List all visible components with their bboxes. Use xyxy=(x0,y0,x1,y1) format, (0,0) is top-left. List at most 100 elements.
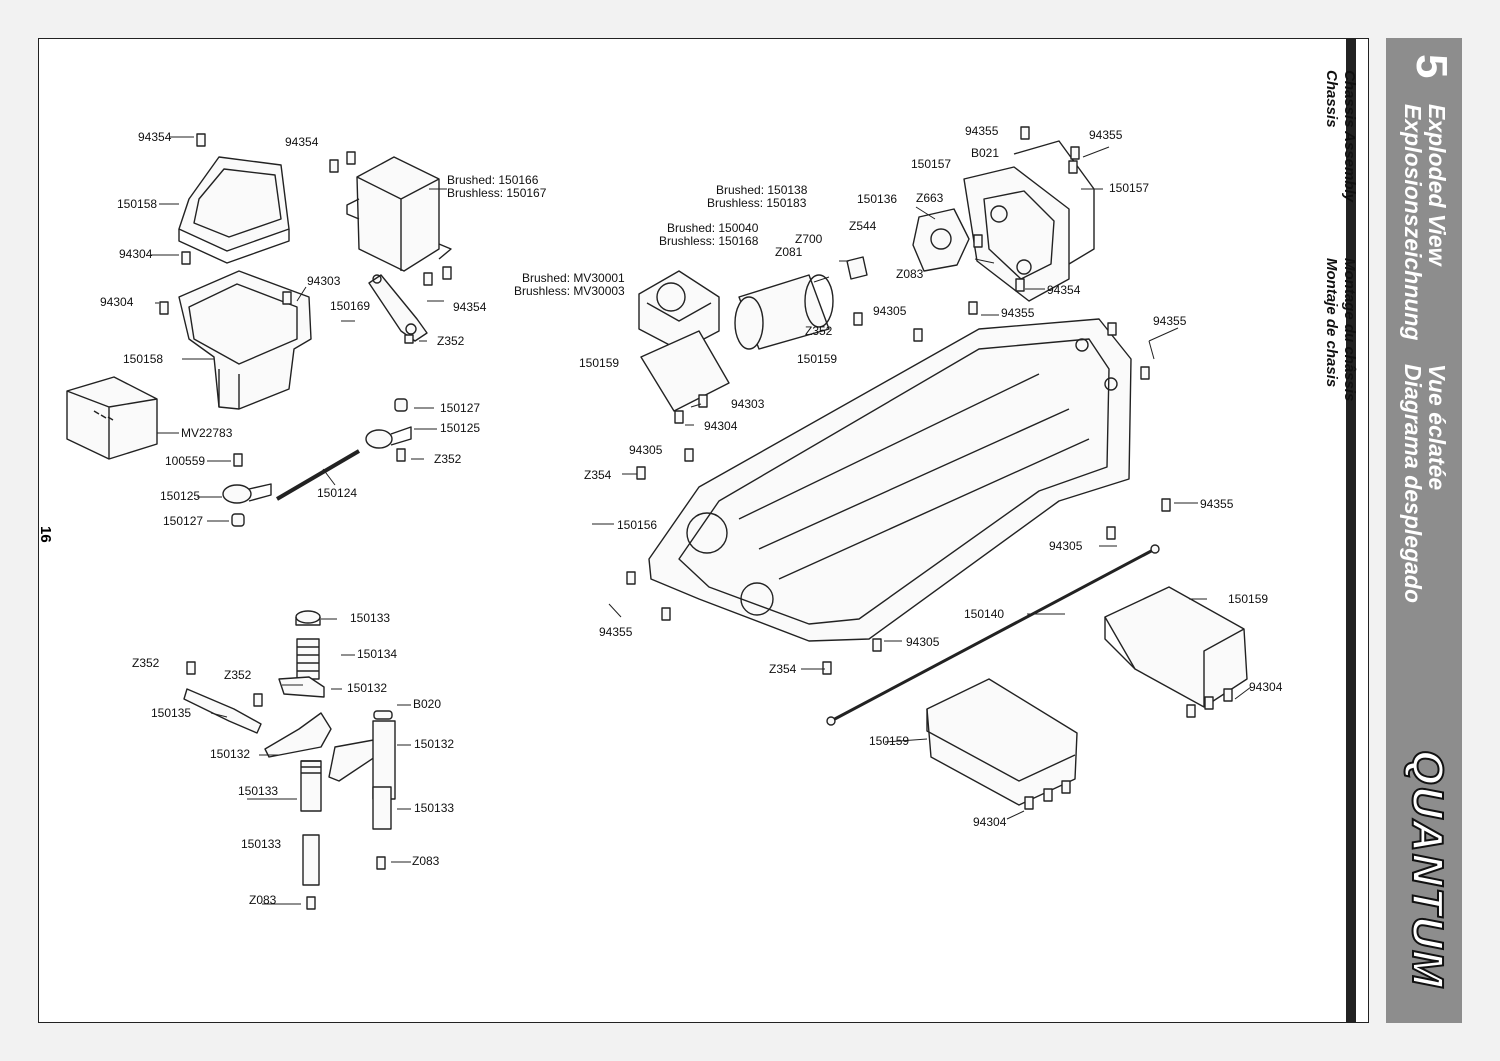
part-label: 150132 xyxy=(414,737,455,751)
screws xyxy=(159,126,1233,910)
subheading-de: Chassis xyxy=(1323,70,1340,128)
page-number: 16 xyxy=(37,526,54,543)
part-label: 94304 xyxy=(704,419,738,433)
main-chassis xyxy=(648,318,1132,642)
part-label: B020 xyxy=(413,697,442,711)
servo-horn xyxy=(368,274,428,342)
part-label: Brushless: 150183 xyxy=(707,196,807,210)
esc-plate xyxy=(640,330,730,412)
part-label: Z663 xyxy=(916,191,944,205)
section-number: 5 xyxy=(1407,54,1456,79)
chassis-brace xyxy=(826,544,1160,726)
part-label: Z352 xyxy=(805,324,833,338)
part-label: 150169 xyxy=(330,299,371,313)
steering-bellcrank xyxy=(183,610,396,886)
part-label: 150134 xyxy=(357,647,398,661)
exploded-view-diagram xyxy=(66,126,1252,910)
heading-de: Explosionszeichnung xyxy=(1400,104,1426,341)
heading-es: Diagrama desplegado xyxy=(1400,364,1426,604)
part-label: 94304 xyxy=(100,295,134,309)
receiver-box-lid xyxy=(178,156,290,264)
part-label: Z352 xyxy=(224,668,252,682)
heading-en: Exploded View xyxy=(1424,104,1450,266)
part-label: Z544 xyxy=(849,219,877,233)
part-label: Z083 xyxy=(896,267,924,281)
servo xyxy=(346,156,452,272)
part-label: 150159 xyxy=(797,352,838,366)
part-label: 150125 xyxy=(160,489,201,503)
part-label: 94355 xyxy=(1153,314,1187,328)
part-label: Z700 xyxy=(795,232,823,246)
subheading-en: Chassis Assembly xyxy=(1341,70,1358,203)
part-label: 150127 xyxy=(440,401,481,415)
part-label: 150157 xyxy=(1109,181,1150,195)
part-label: Brushed: 150138 xyxy=(716,183,808,197)
brand-logo: QUANTUM xyxy=(1402,749,1453,990)
part-label: Z352 xyxy=(132,656,160,670)
part-label: 94304 xyxy=(973,815,1007,829)
part-label: 150159 xyxy=(869,734,910,748)
subheading-es: Montaje de chasis xyxy=(1323,258,1340,388)
part-label: 94305 xyxy=(629,443,663,457)
part-label: Brushed: MV30001 xyxy=(522,271,625,285)
part-label: 94355 xyxy=(965,124,999,138)
part-label: 100559 xyxy=(165,454,206,468)
part-label: B021 xyxy=(971,146,1000,160)
part-label: 150132 xyxy=(347,681,388,695)
part-label: 150125 xyxy=(440,421,481,435)
esc xyxy=(638,270,720,352)
leader-lines xyxy=(151,136,1252,905)
part-label: Brushless: 150167 xyxy=(447,186,547,200)
part-label: 94304 xyxy=(1249,680,1283,694)
section-sidebar: 5 Exploded View Explosionszeichnung Vue … xyxy=(1386,38,1462,1023)
receiver-box xyxy=(178,270,312,410)
part-label: 94355 xyxy=(1089,128,1123,142)
part-label: 94355 xyxy=(1200,497,1234,511)
part-label: 94305 xyxy=(906,635,940,649)
part-label: Z352 xyxy=(434,452,462,466)
part-label: 150140 xyxy=(964,607,1005,621)
part-label: Z083 xyxy=(249,893,277,907)
part-label: Z083 xyxy=(412,854,440,868)
part-label: 150136 xyxy=(857,192,898,206)
part-label: 94354 xyxy=(453,300,487,314)
part-label: 150124 xyxy=(317,486,358,500)
part-label: 94304 xyxy=(119,247,153,261)
servo-linkage xyxy=(222,398,412,527)
part-label: 94305 xyxy=(873,304,907,318)
motor xyxy=(734,256,868,350)
part-label: 94354 xyxy=(1047,283,1081,297)
part-label: 150159 xyxy=(1228,592,1269,606)
part-label: 150133 xyxy=(238,784,279,798)
part-label: 150133 xyxy=(414,801,455,815)
part-label: Brushed: 150040 xyxy=(667,221,759,235)
part-label: 94303 xyxy=(307,274,341,288)
receiver xyxy=(66,376,158,460)
part-label: 94354 xyxy=(285,135,319,149)
part-label: 94303 xyxy=(731,397,765,411)
part-label: Z352 xyxy=(437,334,465,348)
part-label: 150135 xyxy=(151,706,192,720)
part-label: 94305 xyxy=(1049,539,1083,553)
motor-mount xyxy=(912,208,970,272)
part-label: 150133 xyxy=(350,611,391,625)
battery-tray-left xyxy=(926,678,1078,806)
part-label: 150132 xyxy=(210,747,251,761)
heading-fr: Vue éclatée xyxy=(1424,364,1450,491)
part-label: 150157 xyxy=(911,157,952,171)
page-tab xyxy=(1328,38,1356,1023)
part-label: 150158 xyxy=(123,352,164,366)
part-label: 94354 xyxy=(138,130,172,144)
part-label: 94355 xyxy=(599,625,633,639)
manual-page: 94354 94354 150158 Brushed: 150166 Brush… xyxy=(37,38,1369,1023)
part-label: Z081 xyxy=(775,245,803,259)
battery-tray-right xyxy=(1104,586,1248,708)
part-label: MV22783 xyxy=(181,426,233,440)
part-label: Brushless: MV30003 xyxy=(514,284,625,298)
part-label: 150127 xyxy=(163,514,204,528)
gearbox-housing xyxy=(963,140,1095,302)
part-label: 150133 xyxy=(241,837,282,851)
part-label: 94355 xyxy=(1001,306,1035,320)
part-label: 150159 xyxy=(579,356,620,370)
part-label: Z354 xyxy=(584,468,612,482)
